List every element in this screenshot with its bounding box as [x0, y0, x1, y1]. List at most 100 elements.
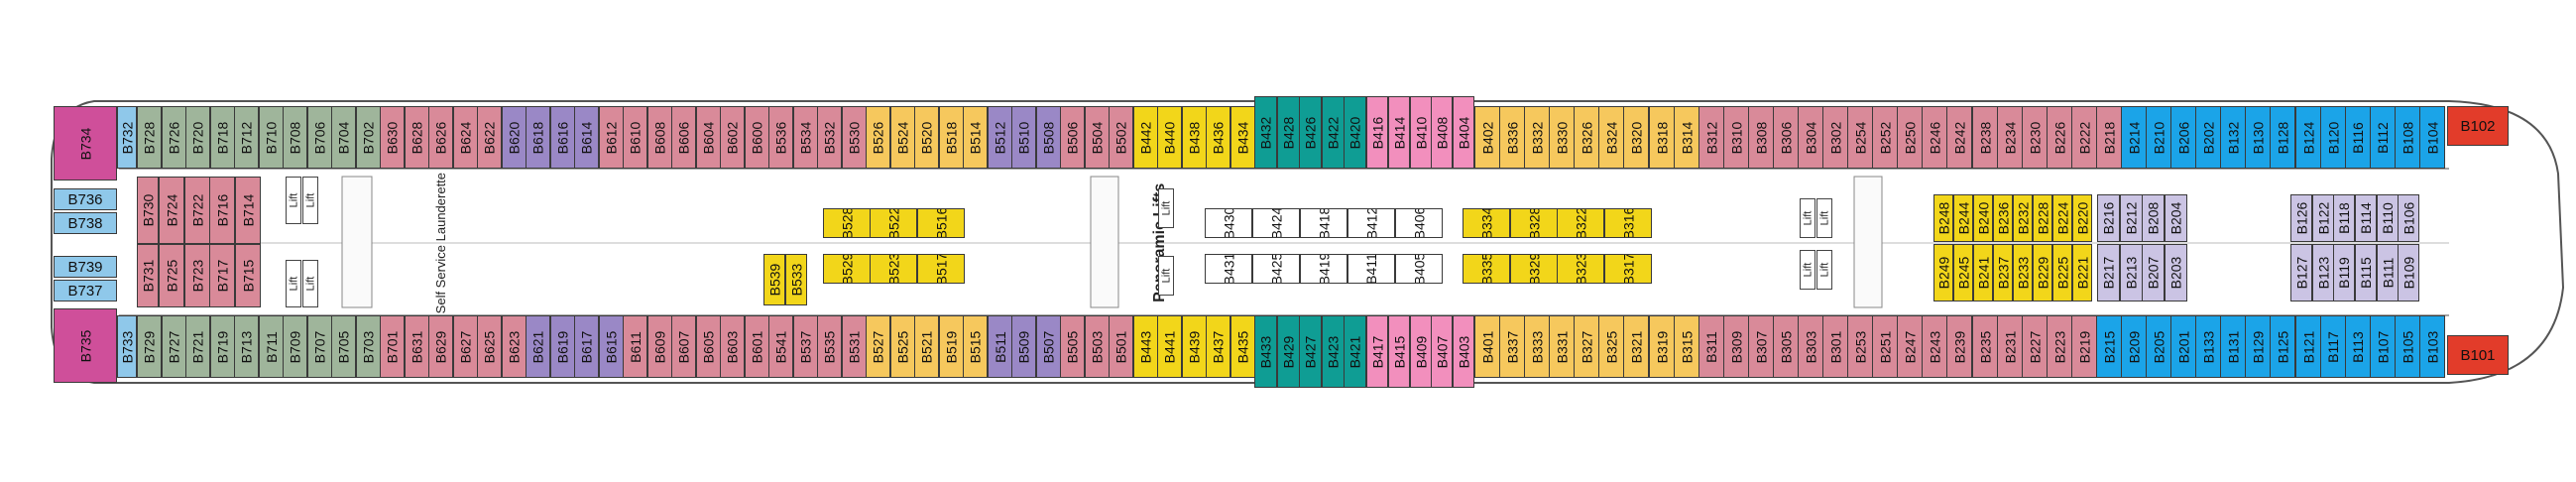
- cabin-b243[interactable]: B243: [1922, 315, 1947, 378]
- cabin-b328[interactable]: B328: [1510, 208, 1558, 238]
- cabin-b631[interactable]: B631: [405, 315, 429, 378]
- cabin-b601[interactable]: B601: [745, 315, 769, 378]
- cabin-b318[interactable]: B318: [1649, 106, 1675, 169]
- cabin-b714[interactable]: B714: [235, 177, 261, 244]
- cabin-b418[interactable]: B418: [1300, 208, 1347, 238]
- cabin-b727[interactable]: B727: [162, 315, 186, 378]
- cabin-b102[interactable]: B102: [2447, 106, 2509, 146]
- cabin-b250[interactable]: B250: [1897, 106, 1923, 169]
- cabin-b117[interactable]: B117: [2320, 315, 2346, 378]
- cabin-b708[interactable]: B708: [283, 106, 307, 169]
- cabin-b233[interactable]: B233: [2013, 244, 2033, 301]
- cabin-b502[interactable]: B502: [1109, 106, 1133, 169]
- cabin-b126[interactable]: B126: [2290, 194, 2312, 242]
- cabin-b231[interactable]: B231: [1997, 315, 2023, 378]
- cabin-b124[interactable]: B124: [2295, 106, 2321, 169]
- cabin-b422[interactable]: B422: [1322, 96, 1345, 169]
- cabin-b222[interactable]: B222: [2071, 106, 2097, 169]
- cabin-b123[interactable]: B123: [2312, 244, 2334, 301]
- cabin-b703[interactable]: B703: [356, 315, 381, 378]
- cabin-b628[interactable]: B628: [405, 106, 429, 169]
- cabin-b509[interactable]: B509: [1011, 315, 1036, 378]
- cabin-b617[interactable]: B617: [574, 315, 599, 378]
- cabin-b717[interactable]: B717: [209, 244, 235, 307]
- cabin-b301[interactable]: B301: [1822, 315, 1848, 378]
- cabin-b434[interactable]: B434: [1230, 106, 1255, 169]
- cabin-b529[interactable]: B529: [823, 254, 871, 284]
- cabin-b725[interactable]: B725: [159, 244, 184, 307]
- cabin-b410[interactable]: B410: [1410, 96, 1432, 169]
- cabin-b101[interactable]: B101: [2447, 335, 2509, 375]
- cabin-b409[interactable]: B409: [1410, 315, 1432, 388]
- cabin-b229[interactable]: B229: [2033, 244, 2052, 301]
- cabin-b120[interactable]: B120: [2320, 106, 2346, 169]
- cabin-b232[interactable]: B232: [2013, 194, 2033, 242]
- cabin-b431[interactable]: B431: [1205, 254, 1252, 284]
- cabin-b435[interactable]: B435: [1230, 315, 1255, 378]
- cabin-b721[interactable]: B721: [185, 315, 210, 378]
- cabin-b720[interactable]: B720: [185, 106, 210, 169]
- cabin-b605[interactable]: B605: [696, 315, 721, 378]
- cabin-b730[interactable]: B730: [137, 177, 159, 244]
- cabin-b103[interactable]: B103: [2419, 315, 2445, 378]
- cabin-b416[interactable]: B416: [1366, 96, 1388, 169]
- cabin-b606[interactable]: B606: [671, 106, 696, 169]
- cabin-b206[interactable]: B206: [2170, 106, 2196, 169]
- cabin-b506[interactable]: B506: [1060, 106, 1085, 169]
- cabin-b439[interactable]: B439: [1182, 315, 1207, 378]
- cabin-b539[interactable]: B539: [763, 254, 785, 305]
- cabin-b320[interactable]: B320: [1623, 106, 1649, 169]
- cabin-b612[interactable]: B612: [599, 106, 624, 169]
- cabin-b436[interactable]: B436: [1206, 106, 1230, 169]
- cabin-b430[interactable]: B430: [1205, 208, 1252, 238]
- cabin-b514[interactable]: B514: [963, 106, 988, 169]
- cabin-b238[interactable]: B238: [1972, 106, 1998, 169]
- cabin-b630[interactable]: B630: [380, 106, 405, 169]
- cabin-b420[interactable]: B420: [1344, 96, 1366, 169]
- cabin-b711[interactable]: B711: [259, 315, 284, 378]
- cabin-b114[interactable]: B114: [2355, 194, 2377, 242]
- cabin-b128[interactable]: B128: [2270, 106, 2295, 169]
- cabin-b312[interactable]: B312: [1698, 106, 1724, 169]
- cabin-b237[interactable]: B237: [1993, 244, 2013, 301]
- cabin-b240[interactable]: B240: [1973, 194, 1993, 242]
- cabin-b718[interactable]: B718: [210, 106, 235, 169]
- cabin-b503[interactable]: B503: [1085, 315, 1110, 378]
- cabin-b247[interactable]: B247: [1897, 315, 1923, 378]
- cabin-b307[interactable]: B307: [1748, 315, 1774, 378]
- cabin-b223[interactable]: B223: [2047, 315, 2072, 378]
- cabin-b403[interactable]: B403: [1453, 315, 1474, 388]
- cabin-b523[interactable]: B523: [870, 254, 917, 284]
- cabin-b524[interactable]: B524: [890, 106, 915, 169]
- cabin-b326[interactable]: B326: [1574, 106, 1599, 169]
- cabin-b118[interactable]: B118: [2333, 194, 2355, 242]
- cabin-b522[interactable]: B522: [870, 208, 917, 238]
- cabin-b600[interactable]: B600: [745, 106, 769, 169]
- cabin-b716[interactable]: B716: [209, 177, 235, 244]
- cabin-b723[interactable]: B723: [184, 244, 210, 307]
- cabin-b235[interactable]: B235: [1972, 315, 1998, 378]
- cabin-b234[interactable]: B234: [1997, 106, 2023, 169]
- cabin-b335[interactable]: B335: [1463, 254, 1510, 284]
- cabin-b429[interactable]: B429: [1277, 315, 1300, 388]
- cabin-b130[interactable]: B130: [2245, 106, 2271, 169]
- cabin-b619[interactable]: B619: [550, 315, 575, 378]
- cabin-b254[interactable]: B254: [1847, 106, 1873, 169]
- cabin-b624[interactable]: B624: [453, 106, 478, 169]
- cabin-b331[interactable]: B331: [1549, 315, 1575, 378]
- cabin-b726[interactable]: B726: [162, 106, 186, 169]
- cabin-b713[interactable]: B713: [234, 315, 259, 378]
- cabin-b212[interactable]: B212: [2120, 194, 2143, 242]
- cabin-b707[interactable]: B707: [307, 315, 332, 378]
- cabin-b131[interactable]: B131: [2220, 315, 2246, 378]
- cabin-b531[interactable]: B531: [842, 315, 867, 378]
- cabin-b111[interactable]: B111: [2377, 244, 2399, 301]
- cabin-b437[interactable]: B437: [1206, 315, 1230, 378]
- cabin-b208[interactable]: B208: [2142, 194, 2165, 242]
- cabin-b731[interactable]: B731: [137, 244, 159, 307]
- cabin-b107[interactable]: B107: [2370, 315, 2396, 378]
- cabin-b251[interactable]: B251: [1872, 315, 1898, 378]
- cabin-b204[interactable]: B204: [2165, 194, 2187, 242]
- cabin-b427[interactable]: B427: [1299, 315, 1322, 388]
- cabin-b738[interactable]: B738: [54, 212, 117, 234]
